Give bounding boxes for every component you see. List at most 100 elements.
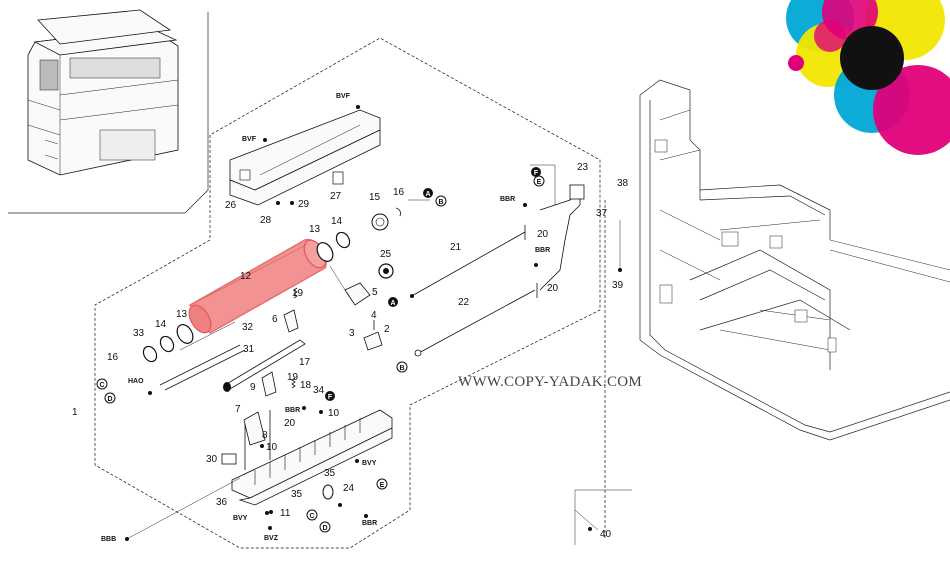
connector-f1-label: F <box>534 170 539 177</box>
connector-d2-label: D <box>322 525 327 532</box>
cmyk-logo <box>786 0 950 155</box>
connector-c2: C <box>306 509 318 521</box>
callout-7: 7 <box>235 404 241 415</box>
connector-b1-label: B <box>438 199 443 206</box>
screw-code-bvf-left: BVF <box>242 136 257 143</box>
screw-code-bbb: BBB <box>101 536 116 543</box>
screw-code-labels: BVF BVF BBR BBR HAO BBR BVY BVY BBR BVZ … <box>101 93 550 543</box>
callout-28: 28 <box>260 215 272 226</box>
screw-code-bbr-center: BBR <box>285 407 300 414</box>
connector-a1: A <box>423 188 433 198</box>
callout-38: 38 <box>617 178 629 189</box>
callout-10a: 10 <box>328 408 340 419</box>
callout-13b: 13 <box>176 309 188 320</box>
callout-26: 26 <box>225 200 237 211</box>
connector-a1-label: A <box>425 191 430 198</box>
part-23-harness <box>539 184 585 291</box>
callout-34: 34 <box>313 385 325 396</box>
part-13-bearing-upper <box>316 242 334 262</box>
part-19-spring-lower <box>291 377 296 389</box>
connector-d1: D <box>104 392 116 404</box>
part-6-bracket <box>283 309 299 333</box>
callout-6: 6 <box>272 314 278 325</box>
callout-35a: 35 <box>324 468 336 479</box>
part-21-shaft <box>409 231 526 298</box>
callout-15: 15 <box>369 192 381 203</box>
callout-19a: 19 <box>292 288 304 299</box>
part-24-bushing <box>322 484 334 500</box>
callout-2: 2 <box>384 324 390 335</box>
callout-35b: 35 <box>291 489 303 500</box>
connector-e1: E <box>533 175 545 187</box>
callout-39: 39 <box>612 280 624 291</box>
part-27-bracket <box>332 171 344 185</box>
connector-b2: B <box>396 361 408 373</box>
callout-24: 24 <box>343 483 355 494</box>
connector-e2: E <box>376 478 388 490</box>
part-31-rail <box>159 344 246 391</box>
screw-code-bbr-right: BBR <box>500 196 515 203</box>
callout-8: 8 <box>262 430 268 441</box>
part-9-bracket <box>261 371 277 397</box>
connector-a2: A <box>388 297 398 307</box>
callout-10b: 10 <box>266 442 278 453</box>
part-32-rail <box>179 321 236 351</box>
screw-code-bvz: BVZ <box>264 535 279 542</box>
screw-code-bbr-bottom: BBR <box>362 520 377 527</box>
machine-frame <box>639 79 950 441</box>
connector-f2-label: F <box>328 394 333 401</box>
part-30-bracket <box>221 453 237 465</box>
copier-inset-frame <box>8 12 209 214</box>
connector-d2: D <box>319 521 331 533</box>
connector-f2: F <box>325 391 335 401</box>
screw-code-bvy-center: BVY <box>362 460 377 467</box>
part-12-roller <box>188 238 327 334</box>
connector-b1: B <box>435 195 447 207</box>
callout-14b: 14 <box>155 319 167 330</box>
callout-30: 30 <box>206 454 218 465</box>
part-14-bearing-lower <box>159 335 175 353</box>
callout-21: 21 <box>450 242 462 253</box>
part-13-bearing-lower <box>176 324 194 344</box>
callout-33: 33 <box>133 328 145 339</box>
part-33-bearing <box>142 345 158 363</box>
callout-29: 29 <box>298 199 310 210</box>
part-22-shaft <box>414 289 536 357</box>
watermark-text: WWW.COPY-YADAK.COM <box>458 374 642 390</box>
part-17-guide <box>223 339 306 392</box>
connector-e2-label: E <box>380 482 385 489</box>
callout-12: 12 <box>240 271 252 282</box>
screw-code-hao: HAO <box>128 378 144 385</box>
connector-d1-label: D <box>107 396 112 403</box>
callout-18: 18 <box>300 380 312 391</box>
copier-illustration <box>27 9 179 176</box>
part-25-gear <box>378 263 394 279</box>
connector-c1-label: C <box>99 382 104 389</box>
callout-16b: 16 <box>107 352 119 363</box>
connector-a2-label: A <box>390 300 395 307</box>
callout-14a: 14 <box>331 216 343 227</box>
callout-40: 40 <box>600 529 612 540</box>
callout-11: 11 <box>280 508 291 519</box>
callout-27: 27 <box>330 191 342 202</box>
callout-25: 25 <box>380 249 392 260</box>
connector-c1: C <box>96 378 108 390</box>
connector-b2-label: B <box>399 365 404 372</box>
callout-1: 1 <box>72 407 78 418</box>
connector-c2-label: C <box>309 513 314 520</box>
leader-lines <box>124 164 632 545</box>
screw-code-bvf-top: BVF <box>336 93 351 100</box>
callout-17: 17 <box>299 357 311 368</box>
part-26-cover <box>229 109 381 206</box>
callout-19b: 19 <box>287 372 299 383</box>
screw-code-bbr-mid: BBR <box>535 247 550 254</box>
callout-16a: 16 <box>393 187 405 198</box>
callout-5: 5 <box>372 287 378 298</box>
callout-23: 23 <box>577 162 589 173</box>
part-14-bearing-upper <box>335 231 351 249</box>
callout-37: 37 <box>596 208 608 219</box>
assembly-outline <box>94 37 606 549</box>
part-16-clip <box>395 207 401 217</box>
part-5-bracket <box>344 282 371 306</box>
